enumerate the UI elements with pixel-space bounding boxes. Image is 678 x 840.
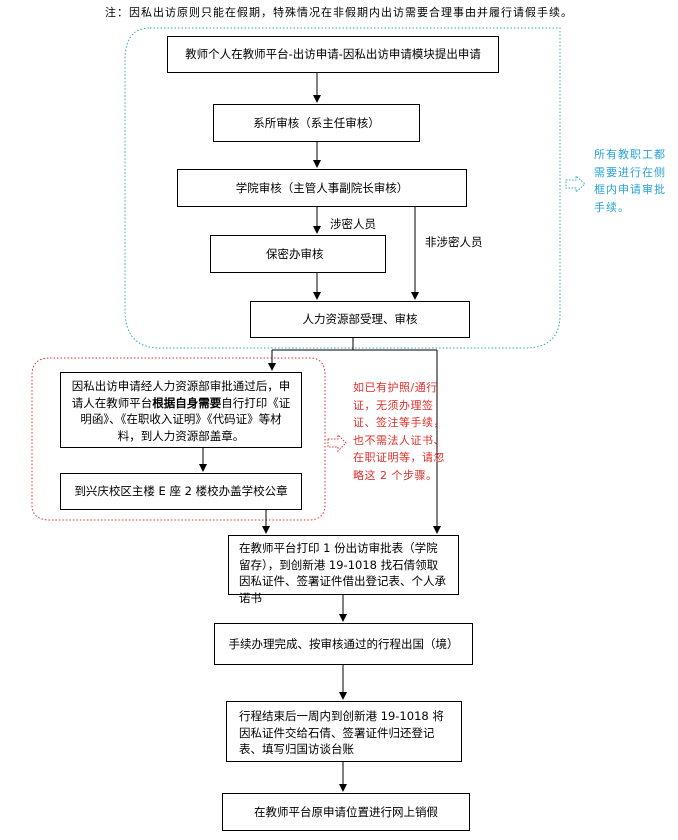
- print-text-bold: 根据自身需要: [152, 395, 222, 410]
- label-not-involved: 非涉密人员: [425, 235, 483, 249]
- print-text-part2: 自行打印《证明函》、《在职收入证明》《代码证》等材料，到人力资源部盖章。: [80, 395, 291, 444]
- red-dashed-region: [31, 357, 326, 521]
- step-hr-review-box: 人力资源部受理、审核: [250, 301, 470, 338]
- step-return-box: 行程结束后一周内到创新港 19-1018 将因私证件交给石倩、签署证件归还登记表…: [226, 701, 462, 762]
- step-dept-review-box: 系所审核（系主任审核）: [213, 104, 420, 142]
- blue-side-note: 所有教职工都需要进行在侧框内申请审批手续。: [594, 148, 666, 214]
- label-involved: 涉密人员: [330, 217, 376, 231]
- blue-dashed-region: [124, 27, 561, 349]
- step-approval-form-box: 在教师平台打印 1 份出访审批表（学院留存），到创新港 19-1018 找石倩领…: [228, 535, 459, 605]
- step-apply-box: 教师个人在教师平台-出访申请-因私出访申请模块提出申请: [167, 36, 499, 73]
- step-cancel-leave-box: 在教师平台原申请位置进行网上销假: [222, 793, 470, 831]
- step-secrecy-review-box: 保密办审核: [210, 235, 386, 273]
- step-stamp-box: 到兴庆校区主楼 E 座 2 楼校办盖学校公章: [60, 473, 302, 510]
- print-text-part1: 因私出访申请经人力资源部审批通过后，申请人在教师平台: [71, 379, 291, 410]
- blue-hollow-arrow: [565, 174, 586, 194]
- red-hollow-arrow: [327, 433, 347, 453]
- step-travel-box: 手续办理完成、按审核通过的行程出国（境）: [214, 623, 473, 665]
- note-text: 注：因私出访原则只能在假期，特殊情况在非假期内出访需要合理事由并履行请假手续。: [105, 6, 573, 19]
- step-print-documents-box: 因私出访申请经人力资源部审批通过后，申请人在教师平台根据自身需要自行打印《证明函…: [60, 372, 302, 448]
- red-side-note: 如已有护照/通行证，无须办理签证、签注等手续，也不需法人证书、在职证明等，请忽略…: [353, 381, 445, 482]
- step-college-review-box: 学院审核（主管人事副院长审核）: [177, 169, 467, 207]
